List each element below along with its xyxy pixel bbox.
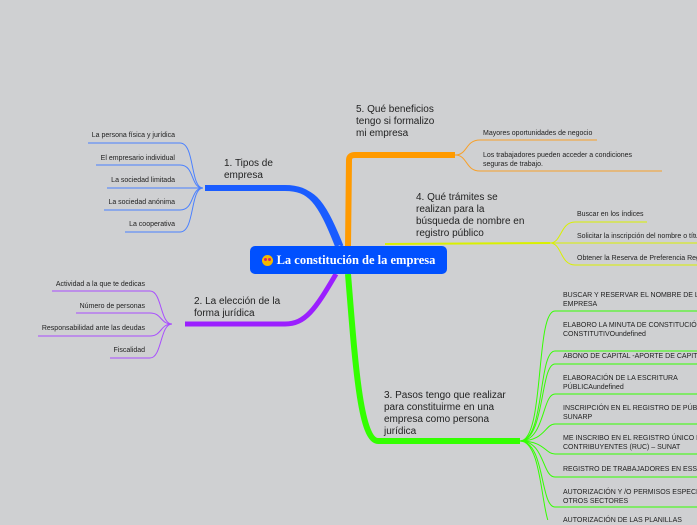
central-topic[interactable]: La constitución de la empresa [250,246,447,274]
branch-3-child[interactable]: ABONO DE CAPITAL -APORTE DE CAPITAL [563,353,697,360]
branch-1-links [88,142,344,248]
star-struck-emoji-icon [261,254,273,266]
branch-2-child[interactable]: Responsabilidad ante las deudas [41,325,145,332]
branch-5-links [345,139,662,247]
branch-2-topic[interactable]: 2. La elección de la forma jurídica [194,296,281,319]
branch-3-child[interactable]: AUTORIZACIÓN DE LAS PLANILLAS [563,517,682,524]
branch-3-topic[interactable]: 3. Pasos tengo que realizar para constit… [384,390,506,437]
branch-3-child[interactable]: INSCRIPCIÓN EN EL REGISTRO DE PÚBLICOS S… [563,405,697,421]
branch-3-child[interactable]: ME INSCRIBO EN EL REGISTRO ÚNICO DE CONT… [563,435,697,451]
branch-1-topic[interactable]: 1. Tipos de empresa [224,158,273,181]
branch-3-child[interactable]: REGISTRO DE TRABAJADORES EN ESSALUD [563,466,697,473]
branch-2-links [38,272,339,359]
central-topic-title: La constitución de la empresa [276,252,436,267]
branch-1-child[interactable]: La cooperativa [129,221,175,228]
branch-5-child[interactable]: Los trabajadores pueden acceder a condic… [483,152,633,168]
branch-4-child[interactable]: Obtener la Reserva de Preferencia Regist… [577,255,697,262]
branch-2-child[interactable]: Actividad a la que te dedicas [55,281,145,288]
branch-3-child[interactable]: ELABORACIÓN DE LA ESCRITURA PÚBLICAundef… [563,375,678,391]
branch-1-child[interactable]: La sociedad anónima [108,199,175,206]
branch-4-child[interactable]: Solicitar la inscripción del nombre o tí… [577,233,697,240]
branch-3-child[interactable]: BUSCAR Y RESERVAR EL NOMBRE DE LA EMPRES… [563,292,697,308]
branch-1-child[interactable]: El empresario individual [100,155,175,162]
branch-1-child[interactable]: La sociedad limitada [111,177,175,184]
branch-3-child[interactable]: ELABORO LA MINUTA DE CONSTITUCIÓN O ACTO… [563,322,697,338]
branch-4-topic[interactable]: 4. Qué trámites se realizan para la búsq… [416,192,525,239]
branch-4-links [384,221,697,266]
branch-5-child[interactable]: Mayores oportunidades de negocio [483,130,593,137]
branch-2-child[interactable]: Número de personas [79,303,145,310]
branch-2-child[interactable]: Fiscalidad [113,347,145,354]
branch-1-child[interactable]: La persona física y jurídica [91,132,175,139]
branch-4-child[interactable]: Buscar en los índices [577,211,644,218]
branch-3-child[interactable]: AUTORIZACIÓN Y /O PERMISOS ESPECIALES DE… [563,489,697,505]
branch-5-topic[interactable]: 5. Qué beneficios tengo si formalizo mi … [356,104,435,139]
branch-3-links [345,273,697,520]
